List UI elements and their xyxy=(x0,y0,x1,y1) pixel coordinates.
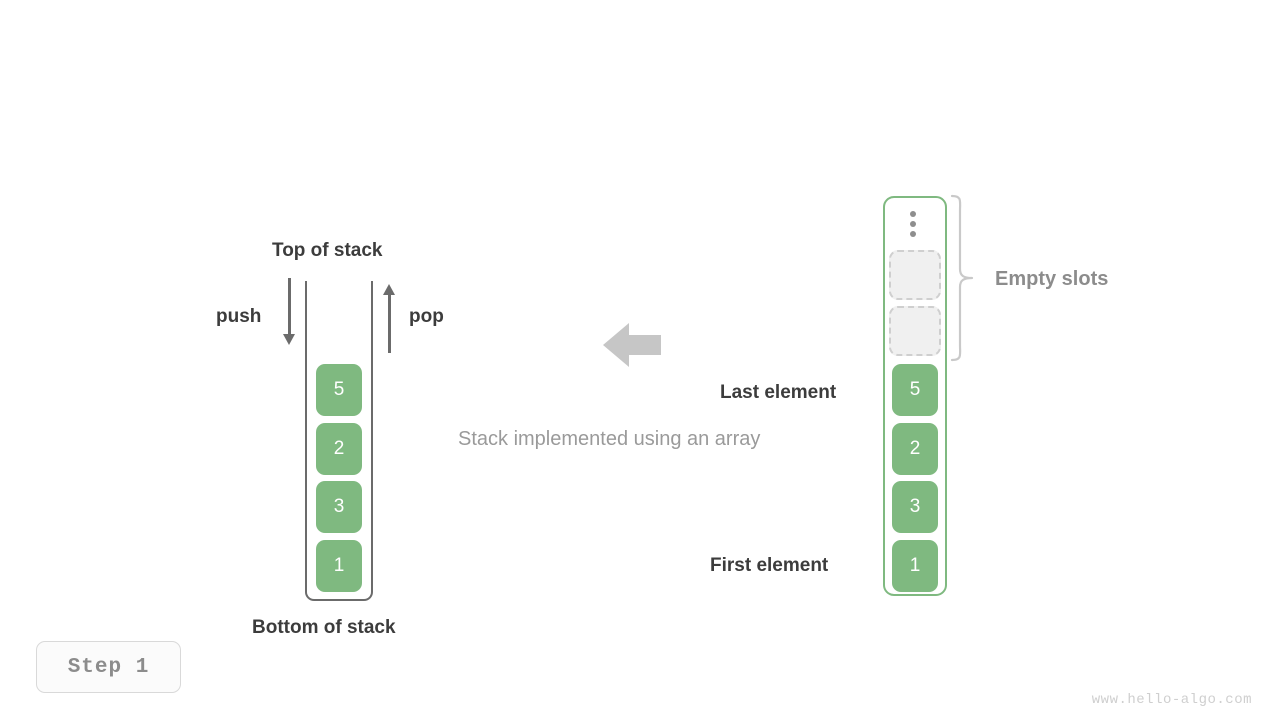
empty-slot xyxy=(889,306,941,356)
array-cell: 3 xyxy=(892,481,938,533)
stack-cell: 2 xyxy=(316,423,362,475)
empty-slots-label: Empty slots xyxy=(995,268,1109,290)
watermark: www.hello-algo.com xyxy=(1091,692,1252,708)
array-cell: 5 xyxy=(892,364,938,416)
top-of-stack-label: Top of stack xyxy=(272,240,383,261)
array-cell: 1 xyxy=(892,540,938,592)
stack-cell: 3 xyxy=(316,481,362,533)
stack-cell: 1 xyxy=(316,540,362,592)
empty-slots-brace xyxy=(950,194,974,362)
step-badge: Step 1 xyxy=(36,641,181,693)
array-cell: 2 xyxy=(892,423,938,475)
push-arrow-head xyxy=(283,334,295,345)
pop-arrow-head xyxy=(383,284,395,295)
empty-slot xyxy=(889,250,941,300)
last-element-label: Last element xyxy=(720,382,837,403)
pop-label: pop xyxy=(409,306,444,327)
array-container xyxy=(883,196,947,596)
push-label: push xyxy=(216,306,262,327)
stack-cell: 5 xyxy=(316,364,362,416)
first-element-label: First element xyxy=(710,555,829,576)
vertical-ellipsis-icon xyxy=(910,211,918,237)
left-arrow-icon xyxy=(603,323,661,367)
diagram-caption: Stack implemented using an array xyxy=(458,428,761,450)
push-arrow-shaft xyxy=(288,278,291,336)
bottom-of-stack-label: Bottom of stack xyxy=(252,617,396,638)
stack-container xyxy=(305,281,373,601)
pop-arrow-shaft xyxy=(388,295,391,353)
